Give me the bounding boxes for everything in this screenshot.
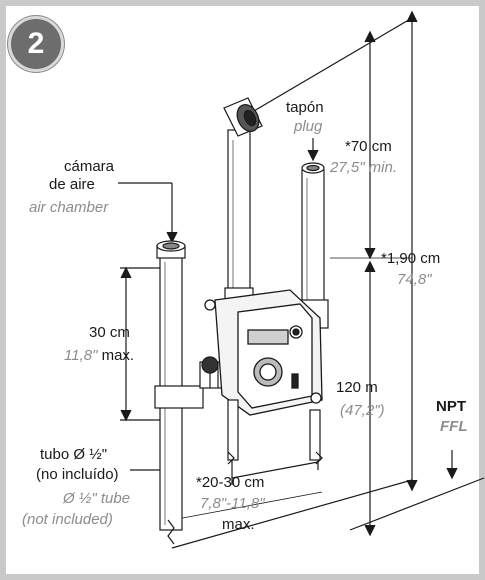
dim-190-arrow-bottom [406,479,418,492]
dim-190-label-es: *1,90 cm [381,250,441,267]
chamber-label-en: air chamber [29,199,109,216]
dim-120-label-en: (47,2") [340,402,385,419]
valve-body [204,289,323,416]
dim-30-arrow-bottom [120,409,132,422]
dim-120-label-es: 120 m [336,379,378,396]
dim-30-label-max: max. [101,347,135,364]
perspective-line-floor-1 [171,479,413,549]
chamber-label-es-2: de aire [49,176,95,193]
tube-label-en-1: Ø ½" tube [63,490,131,507]
dim-120-arrow-bottom [364,524,376,537]
dim-2030-label-en: 7,8"-11,8" [200,495,265,512]
dim-120-arrow-top [364,260,376,273]
outlet-pipe [223,97,263,303]
ffl-label: FFL [440,418,468,435]
dim-190-label-en: 74,8" [397,271,432,288]
dim-30-label-en-group: 11,8" max. [64,347,134,364]
lower-stubs [227,399,321,461]
dim-30-label-es: 30 cm [89,324,130,341]
npt-label: NPT [436,398,466,415]
dim-70-label-en: 27,5" min. [330,159,398,176]
dim-70-arrow-bottom [364,247,376,260]
perspective-line-floor-2 [171,491,323,521]
tube-label-en-2: (not included) [22,511,113,528]
npt-arrowhead [446,467,458,480]
break-marks [167,451,323,545]
floor-line [349,477,485,531]
plug-label-es: tapón [286,99,324,116]
dim-2030-line [231,461,319,479]
tube-label-es-2: (no incluído) [36,466,119,483]
perspective-line-top [246,17,413,116]
dim-190-arrow-top [406,10,418,23]
step-number-badge: 2 [8,16,64,72]
plug-label-en: plug [294,118,323,135]
dim-70-arrow-top [364,30,376,43]
dim-2030-label-es: *20-30 cm [196,474,265,491]
dim-30-label-en: 11,8" [64,347,98,364]
dim-70-label-es: *70 cm [345,138,392,155]
dim-30-arrow-top [120,266,132,279]
tube-label-es-1: tubo Ø ½" [40,446,108,463]
chamber-label-es-1: cámara [64,158,115,175]
dim-2030-label-max: max. [222,516,255,533]
